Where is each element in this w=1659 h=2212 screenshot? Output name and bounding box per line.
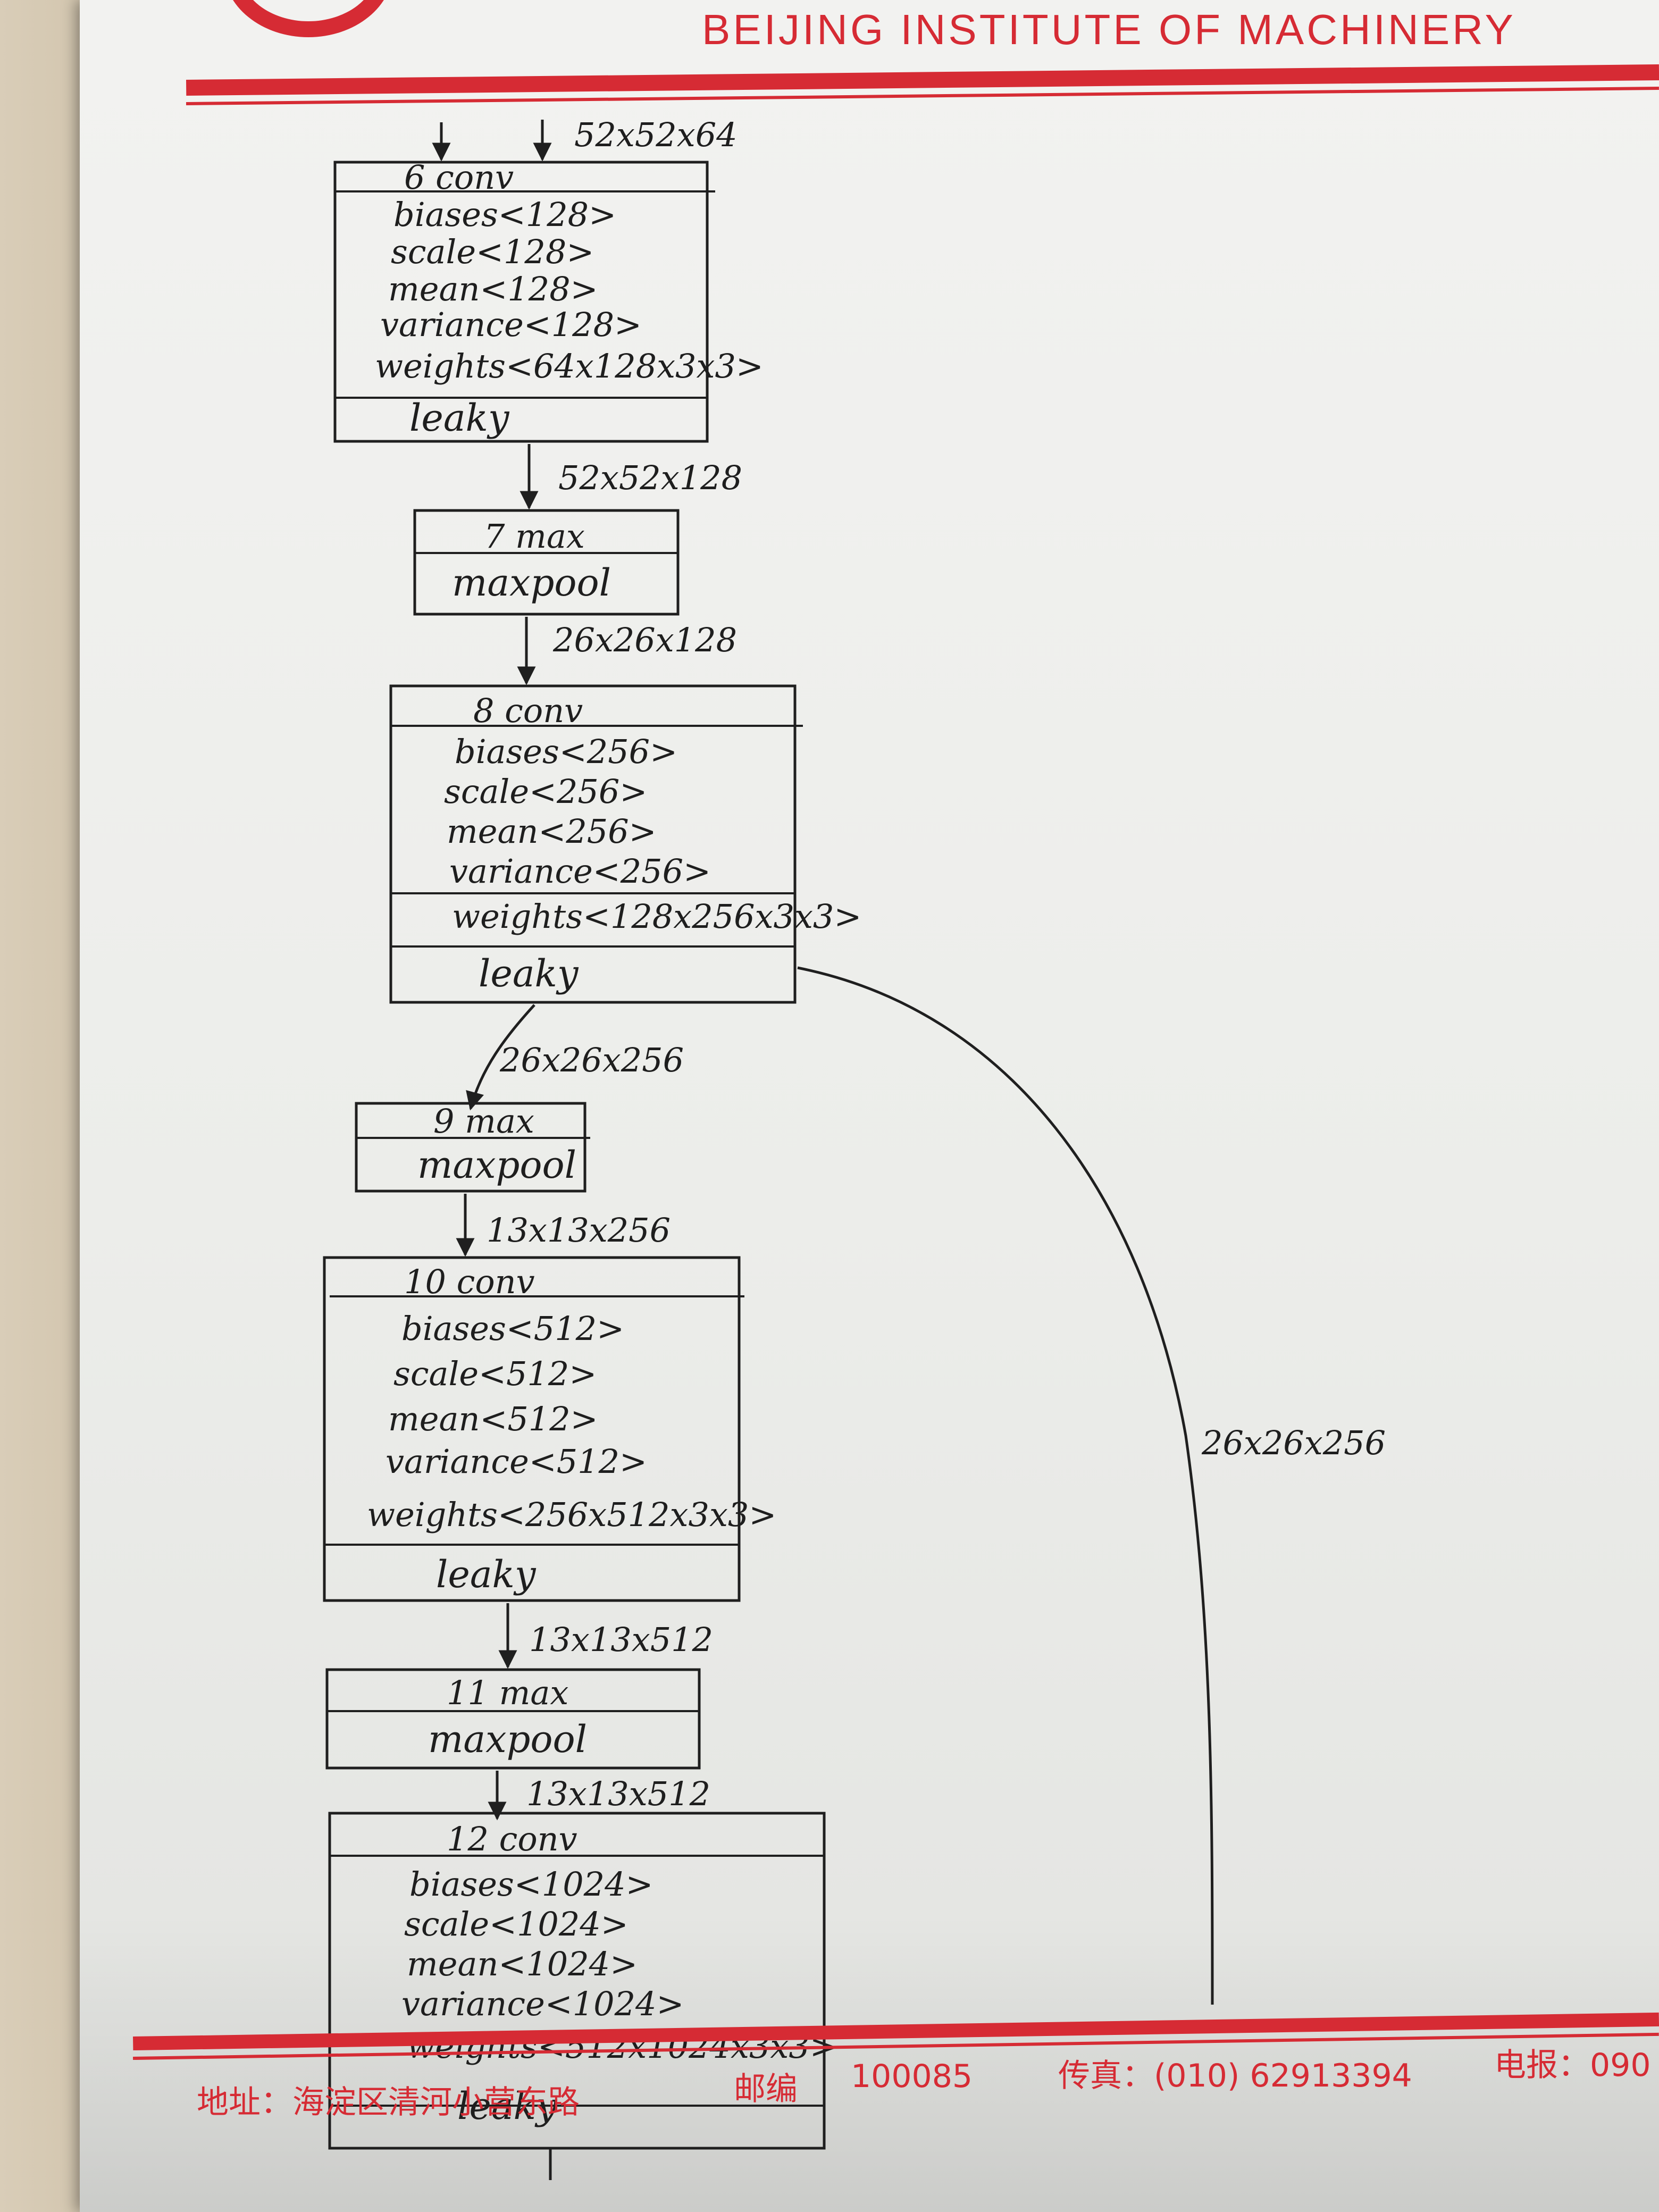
layer-title: 12 conv <box>447 1820 577 1858</box>
layer-param: biases<1024> <box>409 1865 653 1904</box>
layer-activation: leaky <box>436 1553 537 1596</box>
layer-title: 8 conv <box>473 691 583 730</box>
layer-activation: maxpool <box>417 1143 576 1187</box>
layer-param: scale<1024> <box>404 1905 629 1943</box>
layer-11-max: 11 max maxpool <box>325 1668 701 1770</box>
input-dim-label: 52x52x64 <box>574 115 738 154</box>
layer-activation: maxpool <box>452 561 611 605</box>
layer-title: 7 max <box>484 517 585 556</box>
institute-name: BEIJING INSTITUTE OF MACHINERY <box>702 6 1516 53</box>
layer-param: scale<256> <box>444 772 647 811</box>
layer-param: biases<128> <box>393 195 616 234</box>
layer-title: 9 max <box>433 1102 534 1141</box>
layer-param: biases<256> <box>455 732 677 771</box>
footer-fax: 传真：(010) 62913394 <box>1058 2057 1412 2094</box>
paper-sheet <box>80 0 1659 2212</box>
layer-param: weights<128x256x3x3> <box>452 897 861 936</box>
footer-postcode-label: 邮编 <box>734 2071 798 2108</box>
layer-8-conv: 8 conv biases<256> scale<256> mean<256> … <box>389 684 861 1004</box>
layer-param: mean<128> <box>388 270 598 308</box>
layer-6-conv: 6 conv biases<128> scale<128> mean<128> … <box>333 158 764 443</box>
layer-param: weights<256x512x3x3> <box>367 1495 776 1534</box>
tensor-dim-label: 52x52x128 <box>558 458 742 497</box>
skip-connection-label: 26x26x256 <box>1201 1423 1386 1462</box>
tensor-dim-label: 26x26x128 <box>552 621 737 659</box>
layer-param: variance<1024> <box>401 1984 684 2023</box>
layer-param: variance<256> <box>449 852 711 891</box>
layer-param: scale<128> <box>391 232 594 271</box>
paper-shadow <box>80 1914 1659 2212</box>
layer-10-conv: 10 conv biases<512> scale<512> mean<512>… <box>323 1256 776 1602</box>
layer-param: variance<512> <box>386 1442 647 1481</box>
tensor-dim-label: 13x13x256 <box>487 1211 671 1250</box>
layer-param: variance<128> <box>380 305 642 344</box>
layer-param: scale<512> <box>393 1354 597 1393</box>
layer-12-conv: 12 conv biases<1024> scale<1024> mean<10… <box>328 1812 837 2150</box>
layer-param: mean<1024> <box>407 1945 638 1983</box>
tensor-dim-label: 13x13x512 <box>526 1774 710 1813</box>
layer-activation: leaky <box>457 2084 558 2128</box>
flow-arrow <box>466 1004 535 1111</box>
footer-postcode: 100085 <box>851 2058 973 2095</box>
layer-param: mean<512> <box>388 1400 598 1438</box>
footer-telegram: 电报：090 <box>1494 2047 1651 2084</box>
layer-param: weights<64x128x3x3> <box>375 347 764 386</box>
layer-title: 6 conv <box>404 158 514 197</box>
layer-7-max: 7 max maxpool <box>413 509 680 616</box>
footer-address: 地址：海淀区清河小营东路 <box>197 2084 580 2121</box>
tensor-dim-label: 26x26x256 <box>499 1041 684 1079</box>
layer-title: 11 max <box>447 1673 568 1712</box>
layer-param: mean<256> <box>447 812 657 851</box>
layer-activation: leaky <box>479 952 579 995</box>
tensor-dim-label: 13x13x512 <box>529 1620 713 1659</box>
layer-title: 10 conv <box>404 1262 535 1301</box>
layer-9-max: 9 max maxpool <box>355 1102 590 1193</box>
layer-param: biases<512> <box>401 1309 624 1348</box>
layer-activation: leaky <box>409 396 510 440</box>
skip-connection-line <box>797 966 1214 2005</box>
layer-activation: maxpool <box>428 1717 587 1761</box>
